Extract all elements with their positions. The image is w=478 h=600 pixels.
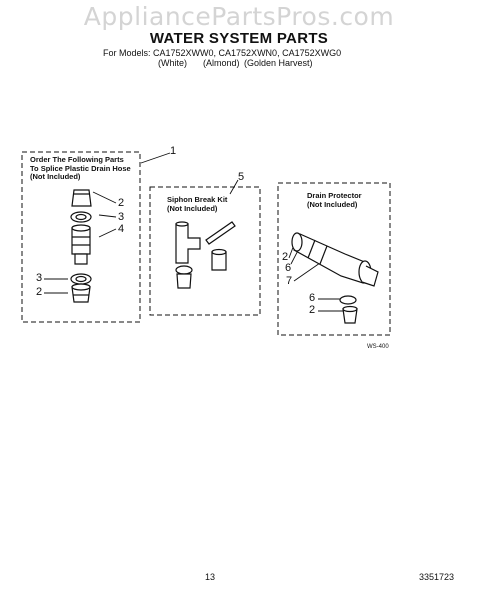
left-box-label-line: (Not Included) — [30, 172, 81, 181]
hose-connector-part — [71, 189, 92, 207]
middle-box-label: Siphon Break Kit (Not Included) — [167, 195, 228, 213]
right-box-parts — [291, 232, 379, 324]
models-line: For Models: CA1752XWW0, CA1752XWN0, CA17… — [103, 48, 342, 58]
callout-2: 2 — [118, 197, 125, 209]
page-title: WATER SYSTEM PARTS — [149, 30, 329, 47]
left-box-label: Order The Following Parts To Splice Plas… — [30, 155, 131, 182]
right-box-label: Drain Protector (Not Included) — [307, 191, 362, 209]
color-label-almond: (Almond) — [203, 58, 240, 68]
doc-number: 3351723 — [419, 572, 455, 582]
callout-1: 1 — [170, 145, 177, 157]
left-box-label-line: To Splice Plastic Drain Hose — [30, 163, 131, 173]
siphon-tee-part — [175, 223, 201, 264]
callout-2: 2 — [36, 286, 43, 298]
callout-5: 5 — [238, 171, 245, 183]
color-label-white: (White) — [158, 58, 187, 68]
right-box-label-line: Drain Protector — [307, 191, 362, 200]
left-box-parts — [70, 189, 92, 303]
middle-box-label-line: (Not Included) — [167, 203, 218, 213]
callout-2: 2 — [282, 251, 289, 263]
siphon-tube-part — [205, 221, 236, 245]
left-box-label-line: Order The Following Parts — [30, 155, 124, 164]
callout-6: 6 — [309, 292, 316, 304]
callout-7: 7 — [286, 275, 293, 287]
coupling-part — [71, 227, 91, 255]
callout-4: 4 — [118, 223, 125, 235]
right-box-border — [277, 182, 391, 336]
right-box-label-line: (Not Included) — [307, 199, 358, 209]
coupling-part — [175, 265, 193, 275]
middle-box-border — [149, 186, 261, 316]
left-box-border — [21, 151, 141, 323]
watermark: AppliancePartsPros.com — [83, 2, 395, 31]
drain-protector-body-part — [293, 233, 368, 284]
figure-code: WS-400 — [367, 344, 389, 350]
clamp-part — [339, 295, 357, 305]
middle-box-parts — [175, 221, 236, 289]
page-number: 13 — [205, 572, 216, 582]
callout-3: 3 — [118, 211, 125, 223]
color-label-golden-harvest: (Golden Harvest) — [244, 58, 313, 68]
callout-6: 6 — [285, 262, 292, 274]
callout-3: 3 — [36, 272, 43, 284]
callout-2: 2 — [309, 304, 316, 316]
middle-box-label-line: Siphon Break Kit — [167, 195, 228, 204]
